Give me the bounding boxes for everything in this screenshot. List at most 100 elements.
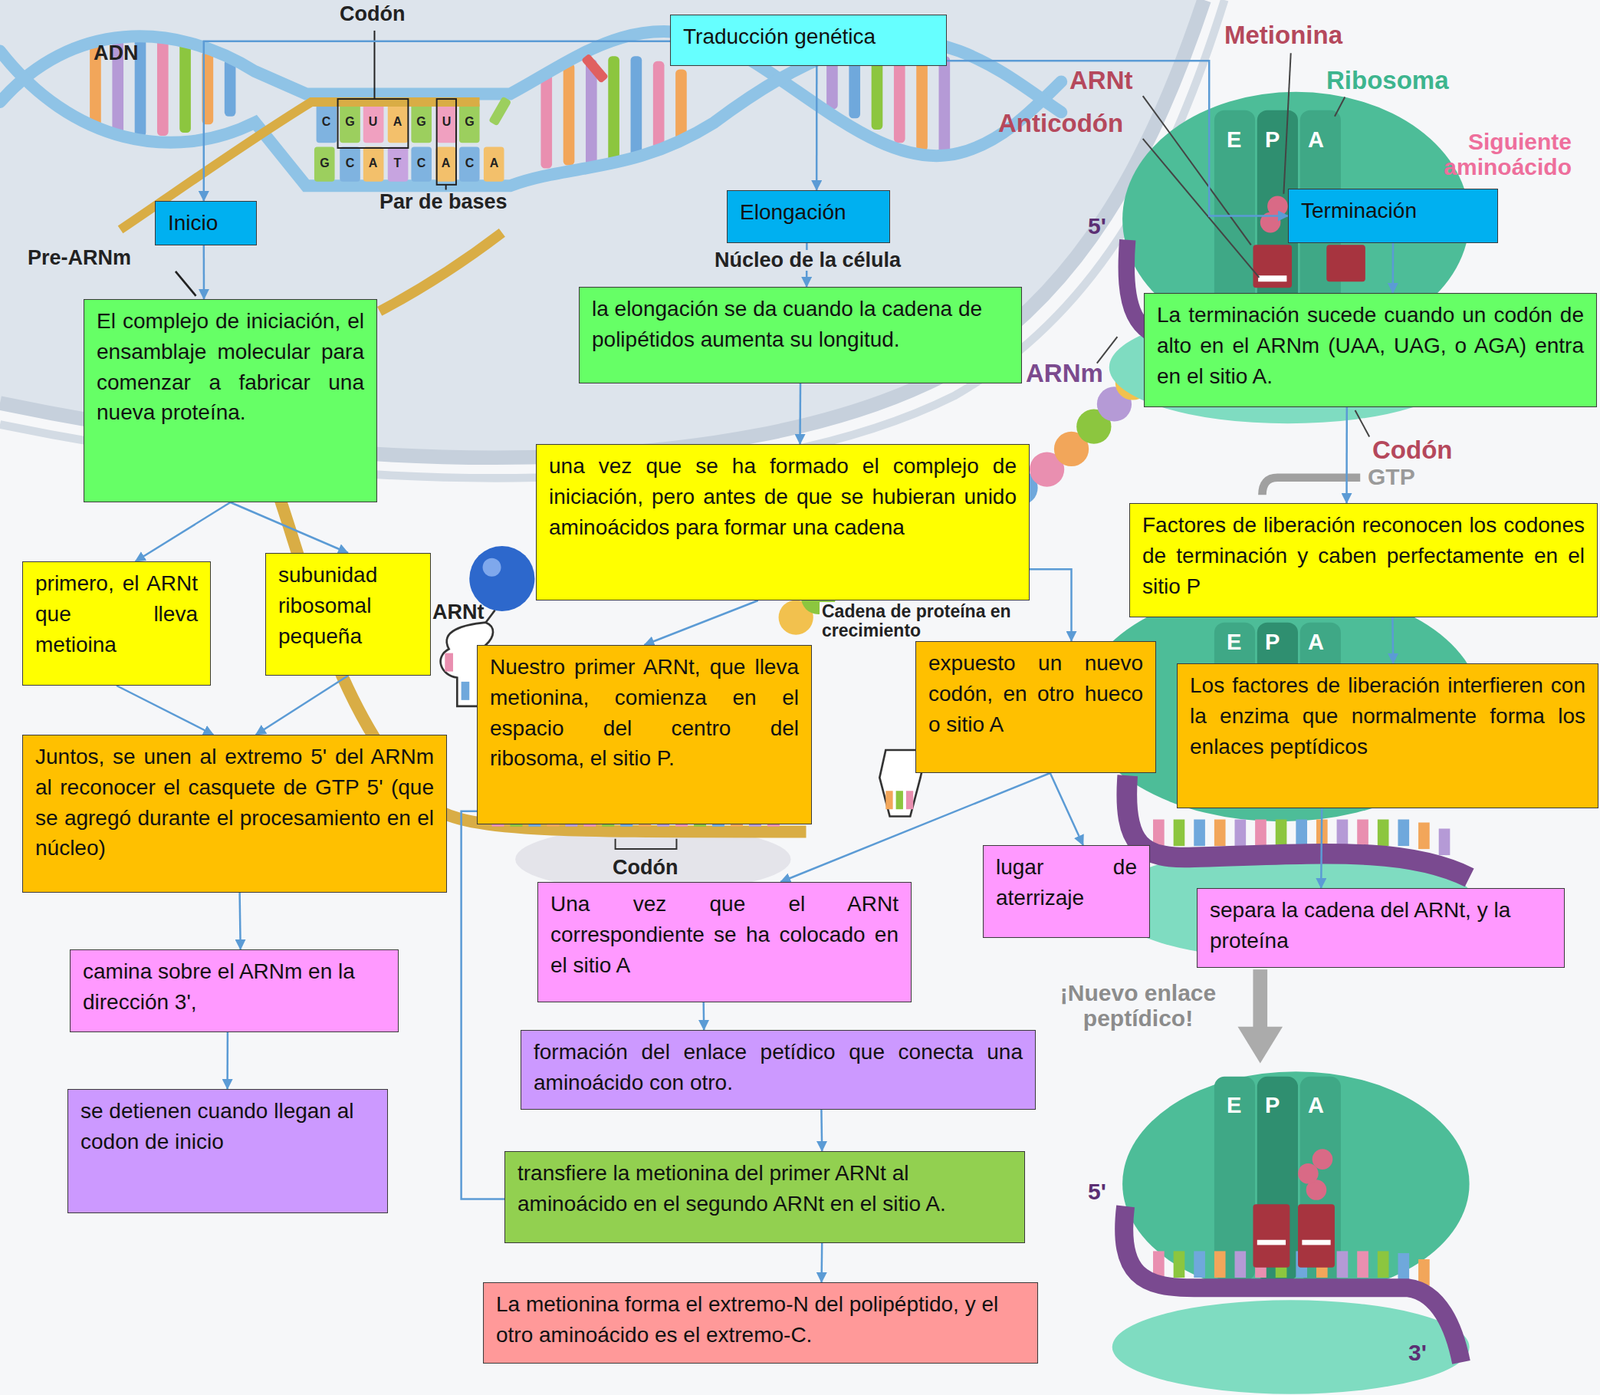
box-text: expuesto un nuevo codón, en otro hueco o…	[928, 647, 1144, 740]
ribosome-bottom-shape	[1235, 1250, 1247, 1278]
cell-ground-shape	[0, 0, 1225, 478]
ribosome-middle-shape	[1356, 819, 1369, 847]
dna-helix-shape	[157, 39, 169, 136]
dna-helix-shape	[339, 101, 361, 143]
dna-helix-shape	[459, 147, 480, 182]
ribosome-middle-shape	[1295, 819, 1308, 847]
ribosome-top	[1097, 52, 1470, 495]
ribosome-bottom	[1112, 1071, 1470, 1394]
dna-helix-shape	[459, 101, 480, 143]
ribosome-bottom-shape	[1297, 1203, 1335, 1268]
box-text: subunidad ribosomal pequeña	[278, 559, 418, 651]
ribosome-bottom-shape	[1123, 1205, 1462, 1363]
ribosome-middle-shape	[1275, 819, 1288, 847]
box-text: se detienen cuando llegan al codon de in…	[80, 1095, 375, 1157]
concept-box: transfiere la metionina del primer ARNt …	[504, 1150, 1026, 1243]
connector-arrow	[1050, 772, 1084, 845]
dna-helix-shape	[436, 101, 458, 143]
diagram-label: A	[1307, 128, 1325, 152]
diagram-label: P	[1264, 128, 1280, 152]
diagram-label: Cadena de proteína en crecimiento	[819, 601, 1044, 641]
ribosome-top-shape	[1334, 96, 1345, 116]
initiation-complex-shape	[896, 790, 904, 809]
diagram-label: C	[461, 156, 478, 171]
dna-helix-shape	[339, 147, 361, 182]
ribosome-bottom-shape	[1214, 1076, 1256, 1281]
ribosome-middle-shape	[1418, 822, 1430, 850]
dna-helix-shape	[563, 63, 575, 166]
ribosome-middle-shape	[1153, 819, 1165, 847]
initiation-complex-shape	[615, 838, 677, 849]
ribosome-top-shape	[1283, 52, 1291, 194]
box-text: lugar de aterrizaje	[995, 851, 1137, 914]
connector-arrow	[1392, 243, 1395, 293]
diagram-label: ADN	[93, 42, 139, 64]
concept-box: Factores de liberación reconocen los cod…	[1129, 502, 1598, 618]
ribosome-bottom-shape	[1356, 1250, 1369, 1278]
box-text: Elongación	[739, 197, 878, 228]
ribosome-top-shape	[1267, 195, 1288, 217]
diagram-label: A	[486, 156, 503, 171]
concept-box: Traducción genética	[670, 14, 947, 66]
ribosome-bottom-shape	[1312, 1148, 1334, 1170]
box-text: Traducción genética	[683, 21, 934, 53]
diagram-label: G	[461, 114, 478, 129]
ribosome-middle-shape	[1214, 819, 1226, 847]
diagram-label: C	[341, 156, 359, 171]
diagram-label: C	[318, 114, 335, 129]
ribosome-bottom-shape	[1112, 1299, 1470, 1394]
dna-helix-shape	[483, 147, 505, 182]
dna-helix-shape	[630, 55, 643, 158]
ribosome-middle-shape	[1193, 819, 1206, 847]
diagram-label: E	[1226, 630, 1242, 654]
concept-box: separa la cadena del ARNt, y la proteína	[1196, 887, 1565, 968]
concept-box: Nuestro primer ARNt, que lleva metionina…	[476, 644, 812, 825]
box-text: La metionina forma el extremo-N del poli…	[496, 1288, 1026, 1351]
initiation-complex-shape	[906, 790, 914, 809]
diagram-label: A	[1307, 1094, 1325, 1117]
initiation-complex-shape	[885, 790, 893, 809]
diagram-label: U	[364, 114, 382, 129]
concept-box: lugar de aterrizaje	[982, 844, 1150, 938]
concept-box: El complejo de iniciación, el ensamblaje…	[83, 298, 378, 503]
ribosome-middle-shape	[1255, 819, 1267, 847]
diagram-label: ARNt	[432, 601, 485, 623]
ribosome-bottom-shape	[1214, 1250, 1226, 1278]
diagram-label: P	[1264, 1094, 1280, 1117]
box-text: una vez que se ha formado el complejo de…	[548, 450, 1017, 543]
dna-helix-shape	[675, 68, 687, 141]
ribosome-middle-shape	[1337, 819, 1349, 847]
connector-arrow	[461, 811, 505, 1200]
diagram-label: 5'	[1087, 1179, 1107, 1203]
connector-arrow	[116, 685, 214, 735]
ribosome-top-shape	[1214, 110, 1256, 315]
box-text: primero, el ARNt que lleva metioina	[35, 568, 198, 660]
connector-arrow	[1345, 407, 1348, 503]
connector-arrow	[203, 41, 671, 201]
ribosome-middle-shape	[1237, 1026, 1283, 1064]
diagram-label: A	[364, 156, 382, 171]
diagram-label: Codón	[339, 3, 405, 25]
box-text: Factores de liberación reconocen los cod…	[1142, 509, 1585, 602]
diagram-label: Metionina	[1224, 22, 1343, 48]
diagram-label: A	[437, 156, 454, 171]
ribosome-top-shape	[1143, 138, 1260, 278]
concept-box: subunidad ribosomal pequeña	[265, 552, 431, 676]
ribosome-top-shape	[1326, 244, 1366, 282]
concept-box: formación del enlace petídico que conect…	[520, 1029, 1036, 1110]
concept-box: una vez que se ha formado el complejo de…	[535, 443, 1030, 601]
concept-box: camina sobre el ARNm en la dirección 3',	[69, 949, 399, 1032]
diagram-label: G	[316, 156, 333, 171]
connector-arrow	[798, 383, 802, 444]
box-text: Juntos, se unen al extremo 5' del ARNm a…	[35, 741, 434, 864]
diagram-label: Par de bases	[379, 191, 508, 213]
dna-helix-shape	[224, 59, 237, 117]
diagram-label: Siguiente aminoácido	[1372, 128, 1572, 180]
box-text: Inicio	[167, 207, 244, 239]
concept-box: La terminación sucede cuando un codón de…	[1143, 292, 1597, 408]
connector-arrow	[815, 65, 819, 191]
ribosome-top-shape	[1261, 477, 1361, 496]
diagram-label: Anticodón	[998, 110, 1124, 136]
diagram-label: U	[438, 114, 455, 129]
